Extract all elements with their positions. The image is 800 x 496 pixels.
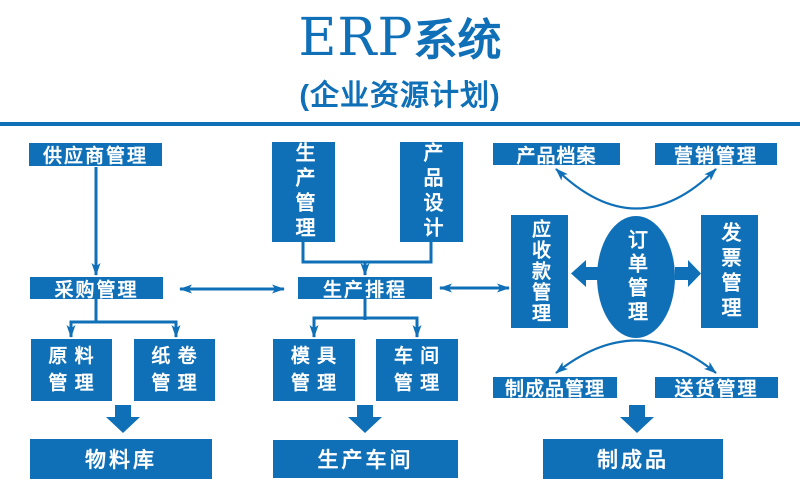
node-marketing-management: 营销管理 — [655, 143, 777, 167]
block-arrow-to-finished-product — [620, 405, 654, 433]
node-supplier-management: 供应商管理 — [29, 143, 162, 167]
curve-archive-marketing-bidirectional — [555, 168, 717, 210]
node-paper-roll-management: 纸 卷 管 理 — [134, 339, 215, 401]
title-latin: ERP — [298, 8, 414, 68]
node-order-management: 订单管理 — [597, 216, 675, 338]
title-cjk: 系统 — [413, 16, 502, 65]
block-arrow-to-material-warehouse — [106, 405, 140, 433]
node-product-design: 产品设计 — [400, 142, 463, 242]
header-divider — [0, 122, 800, 126]
node-product-archive: 产品档案 — [493, 143, 620, 167]
node-production-management: 生产管理 — [272, 142, 335, 242]
node-raw-material-management: 原 料 管 理 — [31, 339, 112, 401]
block-arrow-order-to-invoice — [675, 260, 701, 287]
node-workshop-management: 车 间 管 理 — [376, 339, 458, 401]
node-production-workshop: 生产车间 — [273, 440, 458, 478]
page-title: ERP系统 — [0, 4, 800, 68]
block-arrow-to-production-workshop — [348, 405, 382, 433]
node-mold-management: 模 具 管 理 — [273, 339, 355, 401]
node-purchasing-management: 采购管理 — [30, 277, 163, 301]
node-material-warehouse: 物料库 — [30, 439, 212, 479]
node-finished-product-management: 制成品管理 — [493, 377, 617, 400]
node-invoice-management: 发票管理 — [701, 215, 758, 328]
connector-purchasing-split — [66, 320, 181, 338]
connector-scheduling-split — [309, 316, 422, 338]
node-finished-product: 制成品 — [543, 439, 723, 479]
curve-order-to-fulfillment — [555, 339, 717, 374]
node-production-scheduling: 生产排程 — [298, 277, 432, 301]
connector-design-merge — [301, 242, 433, 264]
page-subtitle: (企业资源计划) — [299, 80, 501, 112]
block-arrow-order-to-receivable — [571, 260, 599, 287]
node-delivery-management: 送货管理 — [655, 377, 778, 400]
node-accounts-receivable-management: 应收款管理 — [511, 215, 568, 328]
